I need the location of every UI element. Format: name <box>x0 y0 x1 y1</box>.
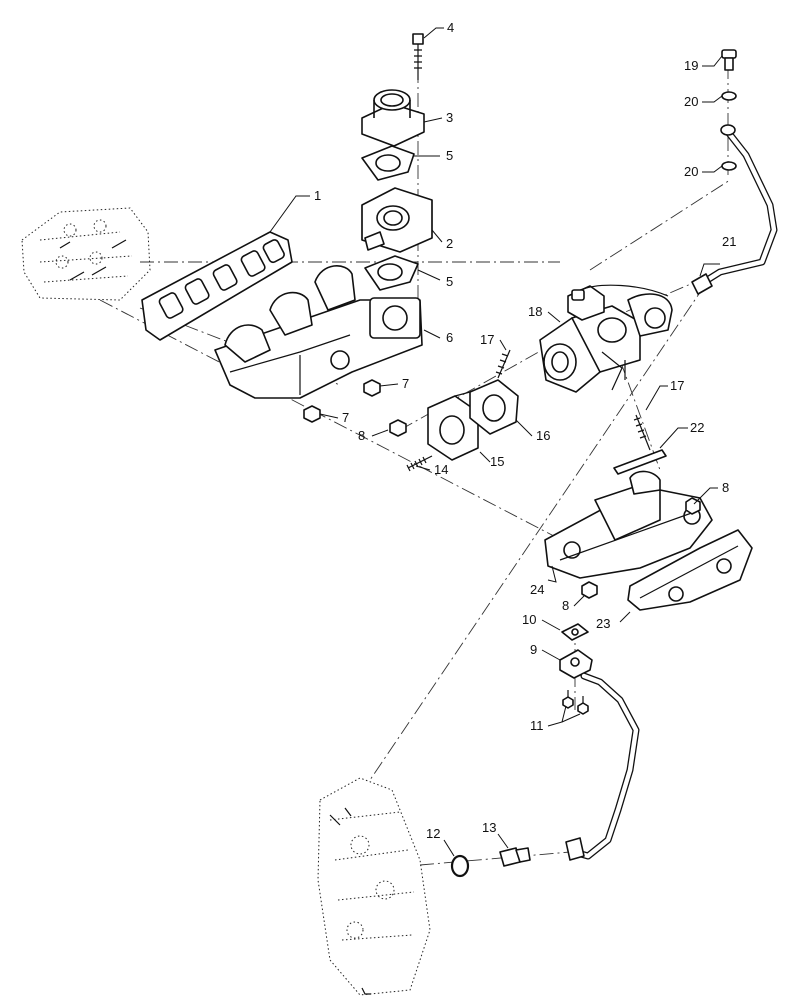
turbocharger <box>539 284 673 393</box>
engine-cylinder-head-outline <box>21 207 151 301</box>
oil-drain-pipe <box>565 672 640 861</box>
callout-7-upper: 7 <box>402 376 409 391</box>
callout-21: 21 <box>722 234 736 249</box>
callout-19: 19 <box>684 58 698 73</box>
callout-10: 10 <box>522 612 536 627</box>
flange-bolt <box>412 33 424 80</box>
callout-6: 6 <box>446 330 453 345</box>
engine-block-rear-outline <box>317 777 431 996</box>
callout-5-upper: 5 <box>446 148 453 163</box>
callout-14: 14 <box>434 462 448 477</box>
oil-drain-gasket <box>561 623 589 641</box>
callout-3: 3 <box>446 110 453 125</box>
callout-9: 9 <box>530 642 537 657</box>
callout-22: 22 <box>690 420 704 435</box>
turbo-studs <box>495 349 651 451</box>
callout-5-lower: 5 <box>446 274 453 289</box>
turbo-inlet-gasket <box>469 379 519 435</box>
callout-8-left: 8 <box>358 428 365 443</box>
callout-18: 18 <box>528 304 542 319</box>
drain-fitting <box>499 847 531 867</box>
page-mark <box>361 987 371 995</box>
callout-15: 15 <box>490 454 504 469</box>
callout-24: 24 <box>530 582 544 597</box>
callout-13: 13 <box>482 820 496 835</box>
exhaust-gasket-lower <box>364 255 419 291</box>
turbo-elbow-spacer <box>361 187 433 253</box>
turbo-inlet-adapter <box>427 391 492 461</box>
callout-16: 16 <box>536 428 550 443</box>
callout-17-left: 17 <box>480 332 494 347</box>
oil-drain-flange <box>559 649 593 679</box>
callout-8-bottom: 8 <box>562 598 569 613</box>
manifold-nuts <box>303 379 381 423</box>
leader-lines <box>269 27 723 857</box>
exhaust-gasket-upper <box>361 145 415 181</box>
sealing-washers <box>721 91 737 171</box>
callout-7-lower: 7 <box>342 410 349 425</box>
turbo-flange-nut <box>389 419 407 437</box>
exhaust-heat-shield <box>627 529 753 611</box>
callout-labels: 1 2 3 4 5 5 6 7 7 8 8 8 9 10 11 12 13 14… <box>314 20 736 841</box>
callout-4: 4 <box>447 20 454 35</box>
callout-11: 11 <box>530 718 544 733</box>
callout-1: 1 <box>314 188 321 203</box>
callout-20-upper: 20 <box>684 94 698 109</box>
exhaust-outlet-flange <box>361 89 425 147</box>
callout-20-lower: 20 <box>684 164 698 179</box>
callout-8-right: 8 <box>722 480 729 495</box>
turbo-stud-lower <box>406 455 433 472</box>
callout-2: 2 <box>446 236 453 251</box>
callout-17-right: 17 <box>670 378 684 393</box>
o-ring <box>450 854 470 878</box>
exhaust-manifold-rear <box>544 470 713 579</box>
drain-flange-bolts <box>562 690 589 715</box>
oil-feed-pipe <box>691 124 778 295</box>
banjo-bolt <box>721 49 737 71</box>
callout-23: 23 <box>596 616 610 631</box>
exhaust-manifold <box>214 265 423 399</box>
exhaust-manifold-gasket <box>141 231 293 341</box>
turbo-outlet-gasket <box>613 449 667 475</box>
callout-12: 12 <box>426 826 440 841</box>
